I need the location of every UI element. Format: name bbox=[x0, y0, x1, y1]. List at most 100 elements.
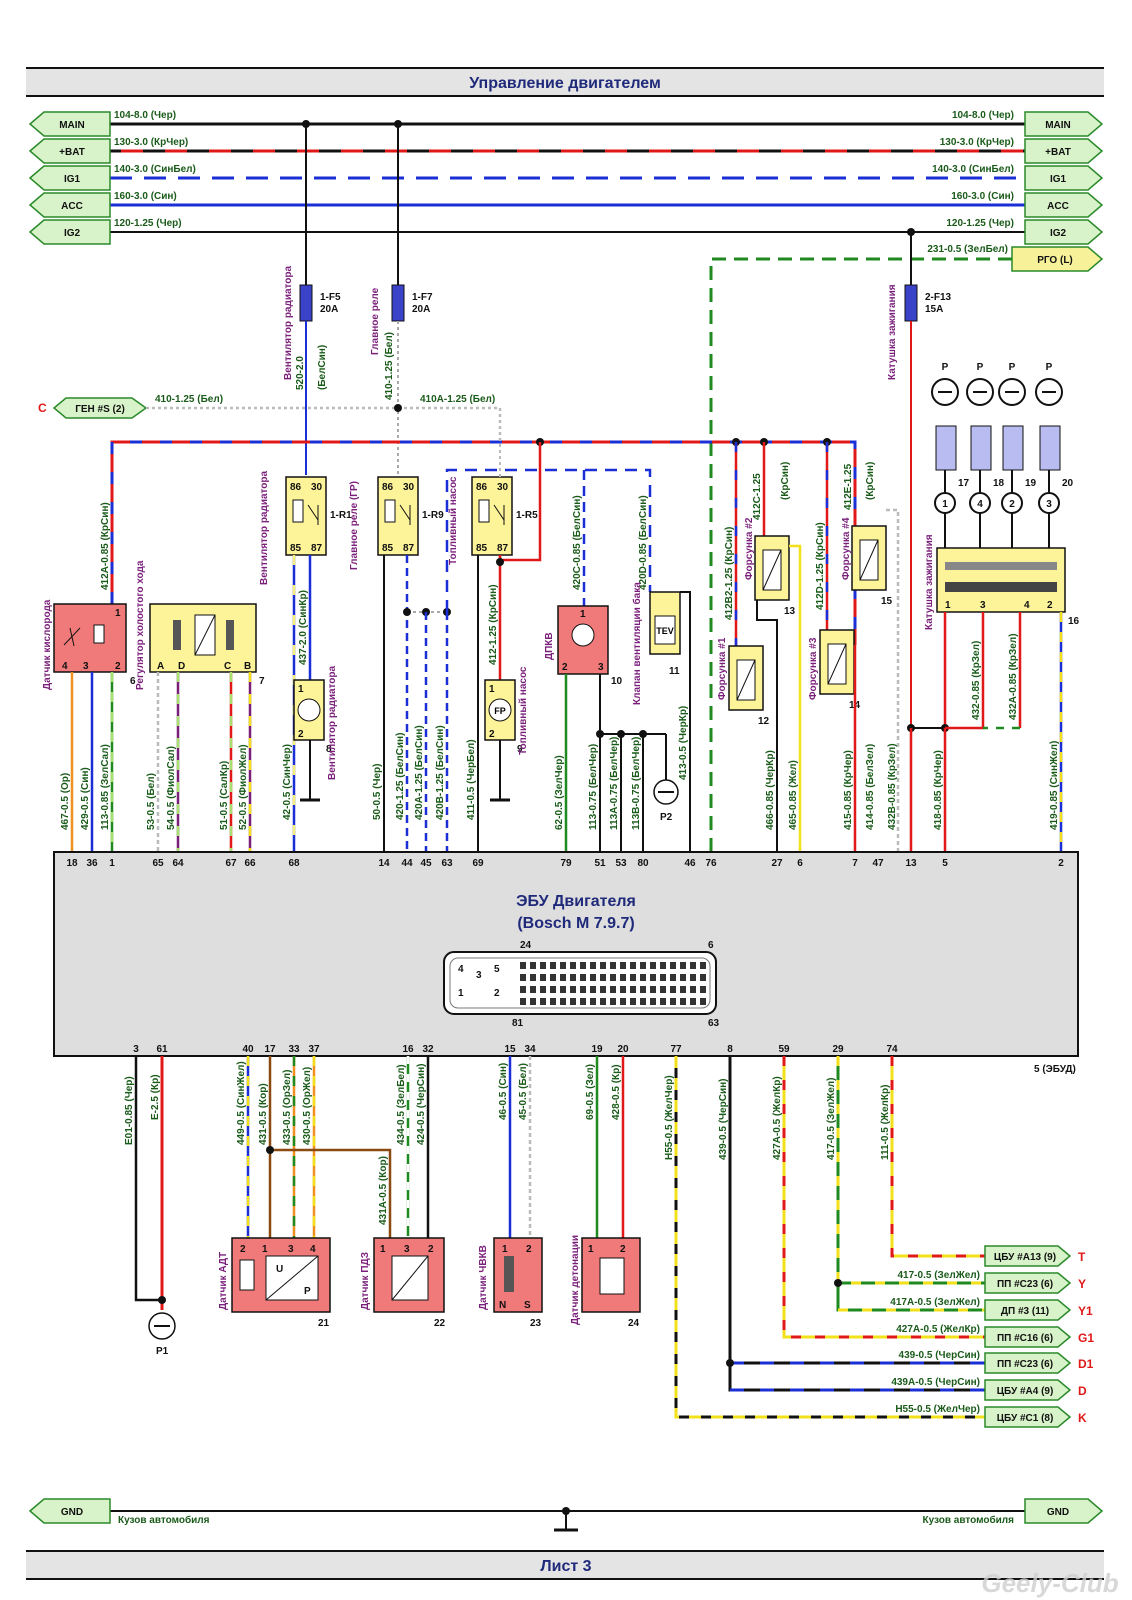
connector-pin bbox=[580, 962, 586, 969]
tag-acc-right[interactable]: ACC bbox=[1024, 192, 1104, 218]
tag-gnd-right[interactable]: GND bbox=[1024, 1498, 1104, 1524]
svg-text:H55-0.5 (ЖелЧер): H55-0.5 (ЖелЧер) bbox=[664, 1075, 675, 1160]
ecu-pin-label: 14 bbox=[378, 858, 390, 869]
tag-main-left[interactable]: MAIN bbox=[28, 111, 111, 137]
tag-ig1-right[interactable]: IG1 bbox=[1024, 165, 1104, 191]
tag-ig2-left[interactable]: IG2 bbox=[28, 219, 111, 245]
tag-bat-right[interactable]: +BAT bbox=[1024, 138, 1104, 164]
wire-label: 140-3.0 (СинБел) bbox=[114, 164, 196, 175]
svg-text:85: 85 bbox=[476, 543, 488, 554]
fuse-1-f5: 1-F5 20A Вентилятор радиатора 520-2.0 (Б… bbox=[283, 124, 341, 475]
ecu-pin-label: 40 bbox=[242, 1044, 254, 1055]
svg-text:433-0.5 (ОрЗел): 433-0.5 (ОрЗел) bbox=[282, 1070, 293, 1145]
svg-text:427A-0.5 (ЖелКр): 427A-0.5 (ЖелКр) bbox=[772, 1076, 783, 1160]
map-sensor: U P 2 1 3 4 21 Датчик АДТ bbox=[218, 1237, 331, 1329]
tag-bat-left[interactable]: +BAT bbox=[28, 138, 111, 164]
fuse-2-f13: 2-F13 15A Катушка зажигания bbox=[887, 232, 952, 728]
tag-ig2-right[interactable]: IG2 bbox=[1024, 219, 1104, 245]
svg-text:H55-0.5 (ЖелЧер): H55-0.5 (ЖелЧер) bbox=[895, 1404, 980, 1415]
wire-label: 130-3.0 (КрЧер) bbox=[940, 137, 1014, 148]
tag-acc-left[interactable]: ACC bbox=[28, 192, 111, 218]
svg-text:Датчик ПДЗ: Датчик ПДЗ bbox=[360, 1252, 371, 1310]
svg-text:86: 86 bbox=[382, 482, 394, 493]
svg-text:85: 85 bbox=[382, 543, 394, 554]
tag-y[interactable]: ПП #C23 (6)Y bbox=[984, 1272, 1086, 1294]
connector-pin bbox=[590, 986, 596, 993]
connector-pin bbox=[690, 986, 696, 993]
svg-text:23: 23 bbox=[530, 1318, 542, 1329]
tag-ig1-left[interactable]: IG1 bbox=[28, 165, 111, 191]
connector-pin bbox=[660, 986, 666, 993]
tag-gnd-left[interactable]: GND bbox=[28, 1498, 111, 1524]
svg-text:P: P bbox=[1046, 362, 1053, 373]
page-title: Управление двигателем bbox=[469, 75, 661, 92]
connector-pin bbox=[600, 986, 606, 993]
svg-text:Y: Y bbox=[1078, 1277, 1086, 1291]
svg-text:GND: GND bbox=[1047, 1507, 1069, 1518]
svg-text:414-0.85 (БелЗел): 414-0.85 (БелЗел) bbox=[865, 744, 876, 830]
svg-text:IG1: IG1 bbox=[64, 174, 81, 185]
ecu-pin-label: 7 bbox=[852, 858, 858, 869]
ground-bus: GND GND Кузов автомобиля Кузов автомобил… bbox=[28, 1498, 1104, 1532]
svg-text:2: 2 bbox=[526, 1244, 532, 1255]
connector-pin bbox=[610, 986, 616, 993]
svg-text:86: 86 bbox=[476, 482, 488, 493]
svg-text:1-R9: 1-R9 bbox=[422, 510, 444, 521]
svg-text:1: 1 bbox=[298, 684, 304, 695]
knock-sensor: 1 2 24 Датчик детонации bbox=[570, 1235, 641, 1329]
tag-g1[interactable]: ПП #C16 (6)G1 bbox=[984, 1326, 1094, 1348]
svg-text:410-1.25 (Бел): 410-1.25 (Бел) bbox=[384, 332, 395, 400]
svg-text:2: 2 bbox=[620, 1244, 626, 1255]
connector-pin bbox=[600, 974, 606, 981]
ecu-pin-label: 27 bbox=[771, 858, 783, 869]
svg-text:424-0.5 (ЧерСин): 424-0.5 (ЧерСин) bbox=[416, 1064, 427, 1145]
wire-label: 231-0.5 (ЗелБел) bbox=[927, 244, 1008, 255]
connector-pin bbox=[550, 974, 556, 981]
connector-pin bbox=[530, 998, 536, 1005]
svg-text:2-F13: 2-F13 bbox=[925, 292, 952, 303]
tag-k[interactable]: ЦБУ #C1 (8)K bbox=[984, 1406, 1087, 1428]
svg-text:412E-1.25: 412E-1.25 bbox=[843, 463, 854, 510]
svg-text:417-0.5 (ЗелЖел): 417-0.5 (ЗелЖел) bbox=[898, 1270, 981, 1281]
svg-text:53-0.5 (Бел): 53-0.5 (Бел) bbox=[146, 773, 157, 830]
svg-text:Форсунка #2: Форсунка #2 bbox=[744, 517, 755, 580]
svg-text:GND: GND bbox=[61, 1507, 83, 1518]
svg-text:412-1.25 (КрСин): 412-1.25 (КрСин) bbox=[488, 584, 499, 665]
footer-bar: Лист 3 Geely-Club bbox=[26, 1550, 1119, 1598]
tag-y1[interactable]: ДП #3 (11)Y1 bbox=[984, 1299, 1093, 1321]
connector-pin bbox=[630, 986, 636, 993]
ecu-pin-label: 74 bbox=[886, 1044, 898, 1055]
connector-pin bbox=[550, 998, 556, 1005]
connector-pin bbox=[540, 998, 546, 1005]
tag-d1[interactable]: ПП #C23 (6)D1 bbox=[984, 1352, 1094, 1374]
spark-plug-18: P 18 4 bbox=[966, 362, 1005, 548]
svg-text:20A: 20A bbox=[320, 304, 338, 315]
svg-text:ПП #C23 (6): ПП #C23 (6) bbox=[997, 1359, 1053, 1370]
svg-text:+BAT: +BAT bbox=[1045, 147, 1071, 158]
connector-pin bbox=[670, 998, 676, 1005]
power-bus bbox=[110, 120, 1025, 236]
svg-text:6: 6 bbox=[130, 676, 136, 687]
tag-main-right[interactable]: MAIN bbox=[1024, 111, 1104, 137]
connector-pin bbox=[630, 974, 636, 981]
connector-pin bbox=[660, 962, 666, 969]
connector-pin bbox=[660, 998, 666, 1005]
tag-rgo[interactable]: РГО (L) bbox=[1011, 246, 1104, 272]
connector-pin bbox=[640, 962, 646, 969]
ecu-pin-label: 17 bbox=[264, 1044, 276, 1055]
right-connector-tags: ЦБУ #A13 (9)T ПП #C23 (6)Y ДП #3 (11)Y1 … bbox=[890, 1245, 1094, 1428]
svg-text:Датчик детонации: Датчик детонации bbox=[570, 1235, 581, 1325]
tag-t[interactable]: ЦБУ #A13 (9)T bbox=[984, 1245, 1086, 1267]
speed-sensor: 1 2 N S 23 Датчик ЧВКВ bbox=[478, 1237, 543, 1329]
svg-text:4: 4 bbox=[977, 499, 983, 510]
tag-gen[interactable]: ГЕН #S (2) bbox=[52, 397, 148, 419]
svg-text:417A-0.5 (ЗелЖел): 417A-0.5 (ЗелЖел) bbox=[890, 1297, 980, 1308]
tag-d[interactable]: ЦБУ #A4 (9)D bbox=[984, 1379, 1087, 1401]
svg-text:1: 1 bbox=[945, 600, 951, 611]
svg-text:7: 7 bbox=[259, 676, 265, 687]
connector-pin bbox=[680, 998, 686, 1005]
svg-text:ЦБУ #A4 (9): ЦБУ #A4 (9) bbox=[997, 1386, 1054, 1397]
ecu-pin-label: 2 bbox=[1058, 858, 1064, 869]
ecu-title: ЭБУ Двигателя bbox=[516, 893, 636, 910]
